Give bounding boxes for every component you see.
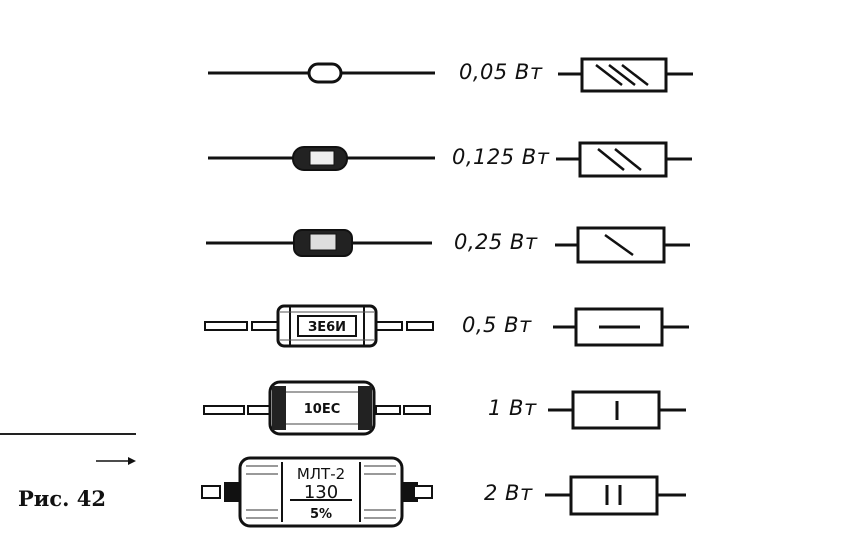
marking-1w: 10ЕС xyxy=(304,402,341,417)
symbol-2w xyxy=(545,475,686,516)
marking-2w-tolerance: 5% xyxy=(310,507,332,522)
power-label-0-5w: 0,5 Вт xyxy=(462,313,532,337)
marking-0-5w: ЗЕ6И xyxy=(308,320,346,335)
power-label-0-25w: 0,25 Вт xyxy=(454,230,538,254)
resistor-2w: МЛТ-2 130 5% xyxy=(201,456,433,528)
resistor-0-05w xyxy=(208,62,435,84)
symbol-0-125w xyxy=(556,141,692,178)
figure-caption: Рис. 42 xyxy=(18,486,106,511)
symbol-0-5w xyxy=(553,307,689,347)
resistor-0-25w xyxy=(206,229,432,257)
marking-2w-value: 130 xyxy=(304,482,338,503)
resistor-1w: 10ЕС xyxy=(203,380,431,436)
symbol-0-25w xyxy=(555,226,690,264)
symbol-0-05w xyxy=(558,57,693,93)
resistor-0-5w: ЗЕ6И xyxy=(204,304,434,348)
marking-2w-type: МЛТ-2 xyxy=(297,465,345,483)
resistor-0-125w xyxy=(208,146,435,171)
power-label-0-125w: 0,125 Вт xyxy=(452,145,550,169)
symbol-1w xyxy=(548,390,686,430)
footnote-rule xyxy=(0,433,136,435)
power-label-2w: 2 Вт xyxy=(484,481,533,505)
power-label-1w: 1 Вт xyxy=(488,396,537,420)
arrow-right-icon xyxy=(96,457,136,465)
power-label-0-05w: 0,05 Вт xyxy=(459,60,543,84)
